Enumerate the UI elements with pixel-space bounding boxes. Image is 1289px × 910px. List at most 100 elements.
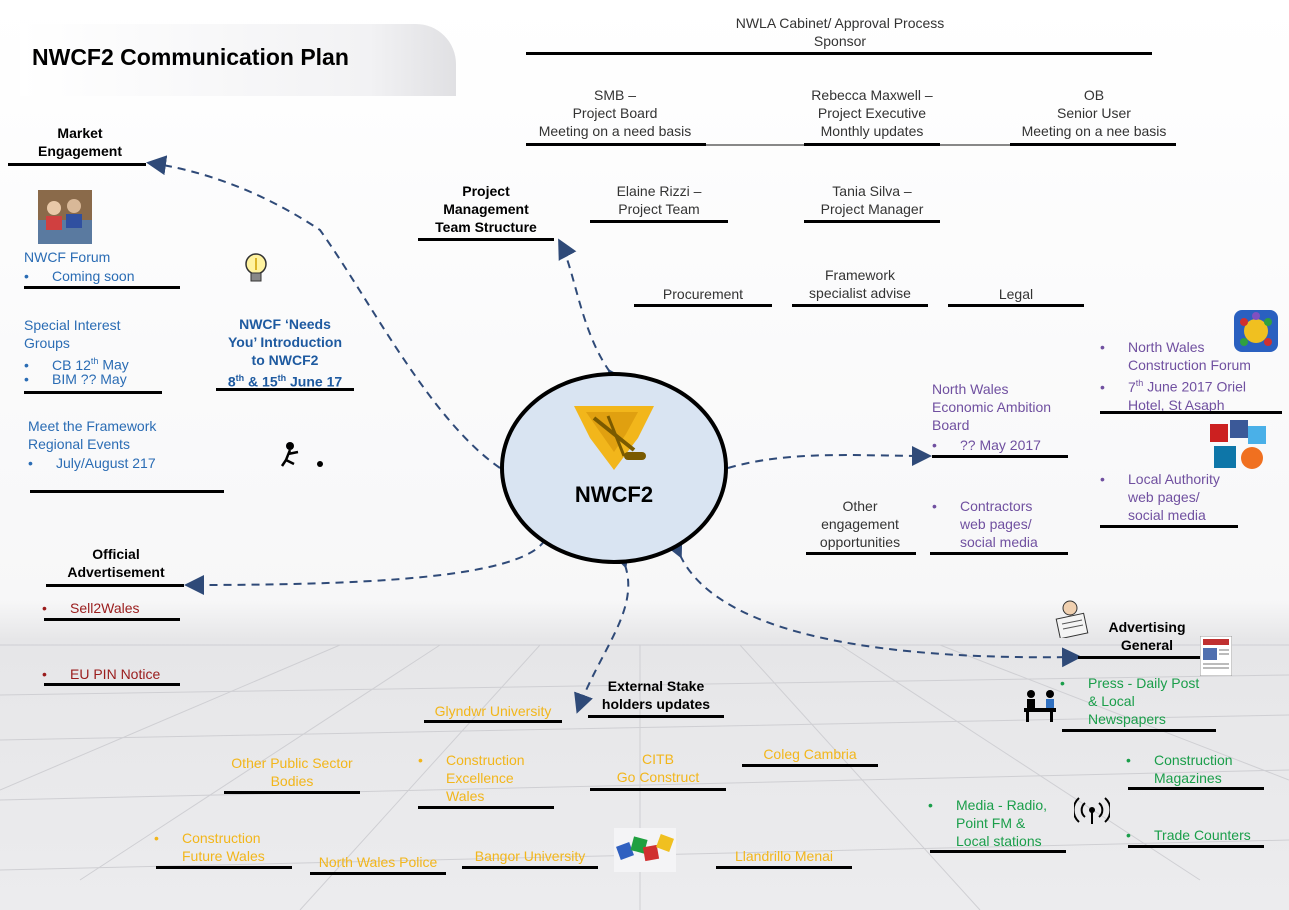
arrow-advertising xyxy=(664,536,1082,668)
lightbulb-icon xyxy=(245,253,267,282)
local-authority-item: •Local Authority web pages/ social media xyxy=(1100,471,1220,523)
sell2wales-underline xyxy=(44,618,180,621)
media-item: •Media - Radio, Point FM & Local station… xyxy=(928,797,1048,849)
official-underline xyxy=(46,584,184,587)
legal-underline xyxy=(948,304,1084,307)
press-underline xyxy=(1062,729,1216,732)
ambition-board-item: •?? May 2017 xyxy=(932,437,1041,453)
eu-pin-item: •EU PIN Notice xyxy=(42,666,161,682)
nwcf-forum-underline xyxy=(24,286,180,289)
procurement-label: Procurement xyxy=(662,286,744,302)
contractors-underline xyxy=(930,552,1068,555)
external-underline xyxy=(588,715,724,718)
meeting-photo-icon xyxy=(38,190,92,244)
llandrillo-label: Llandrillo Menai xyxy=(734,848,834,864)
future-wales-item: •Construction Future Wales xyxy=(154,830,265,864)
sig-underline xyxy=(24,391,162,394)
cabinet-underline xyxy=(526,52,1152,55)
magazines-underline xyxy=(1128,787,1264,790)
nwcf-forum-item: •Coming soon xyxy=(24,268,135,284)
other-public-sector-underline xyxy=(224,791,360,794)
meet-framework-underline xyxy=(30,490,224,493)
bangor-underline xyxy=(462,866,598,869)
newspaper-icon xyxy=(1200,636,1232,676)
trade-counters-item: •Trade Counters xyxy=(1126,827,1251,843)
meet-framework-item: •July/August 217 xyxy=(28,455,156,471)
future-wales-underline xyxy=(156,866,292,869)
other-engagement-underline xyxy=(806,552,916,555)
smb-underline xyxy=(526,143,706,146)
arrow-external xyxy=(574,546,630,714)
network-people-icon xyxy=(1234,310,1278,352)
needs-you-underline xyxy=(216,388,354,391)
eu-pin-underline xyxy=(44,683,180,686)
media-underline xyxy=(930,850,1066,853)
procurement-underline xyxy=(634,304,772,307)
forum-date-item: •7th June 2017 Oriel Hotel, St Asaph xyxy=(1100,378,1247,413)
tania-underline xyxy=(804,220,940,223)
llandrillo-underline xyxy=(716,866,852,869)
police-underline xyxy=(310,872,446,875)
framework-underline xyxy=(792,304,928,307)
sig-item-cb: •CB 12th May xyxy=(24,356,129,373)
excellence-underline xyxy=(418,806,554,809)
bangor-label: Bangor University xyxy=(474,848,586,864)
tania-label: Tania Silva –Project Manager xyxy=(820,183,924,217)
coleg-cambria-label: Coleg Cambria xyxy=(763,746,857,762)
citb-underline xyxy=(590,788,726,791)
arrow-ambition xyxy=(727,445,932,469)
elaine-label: Elaine Rizzi –Project Team xyxy=(616,183,702,217)
office-desk-icon xyxy=(1024,690,1056,722)
title-banner xyxy=(20,24,456,96)
ambition-underline xyxy=(932,455,1068,458)
excellence-wales-item: •Construction Excellence Wales xyxy=(418,752,525,804)
arrow-official xyxy=(184,521,562,595)
ob-underline xyxy=(1010,143,1176,146)
nwcf-construction-forum-item: •North Wales Construction Forum xyxy=(1100,339,1251,373)
arrow-market xyxy=(146,155,501,469)
advertising-underline xyxy=(1078,656,1200,659)
crane-logo-icon xyxy=(574,406,654,470)
social-media-icon xyxy=(1210,420,1266,469)
newspaper-reader-icon xyxy=(1055,600,1089,638)
legal-label: Legal xyxy=(998,286,1034,302)
press-item: •Press - Daily Post & Local Newspapers xyxy=(1060,675,1200,727)
local-authority-underline xyxy=(1100,525,1238,528)
magazines-item: •Construction Magazines xyxy=(1126,752,1233,786)
radio-signal-icon xyxy=(1074,797,1110,824)
puzzle-people-icon xyxy=(614,828,676,872)
nwcf-forum-label: NWCF Forum xyxy=(24,249,111,265)
sell2wales-item: •Sell2Wales xyxy=(42,600,140,616)
contractors-item: •Contractors web pages/ social media xyxy=(932,498,1038,550)
coleg-underline xyxy=(742,764,878,767)
forum-underline xyxy=(1100,411,1282,414)
elaine-underline xyxy=(590,220,728,223)
bowling-icon xyxy=(280,442,323,467)
glyndwr-label: Glyndwr University xyxy=(434,703,552,719)
market-underline xyxy=(8,163,146,166)
rebecca-underline xyxy=(804,143,940,146)
trade-counters-underline xyxy=(1128,845,1264,848)
sig-item-bim: •BIM ?? May xyxy=(24,371,127,387)
arrow-pmt xyxy=(558,238,628,391)
page-title: NWCF2 Communication Plan xyxy=(32,44,349,70)
glyndwr-underline xyxy=(424,720,562,723)
